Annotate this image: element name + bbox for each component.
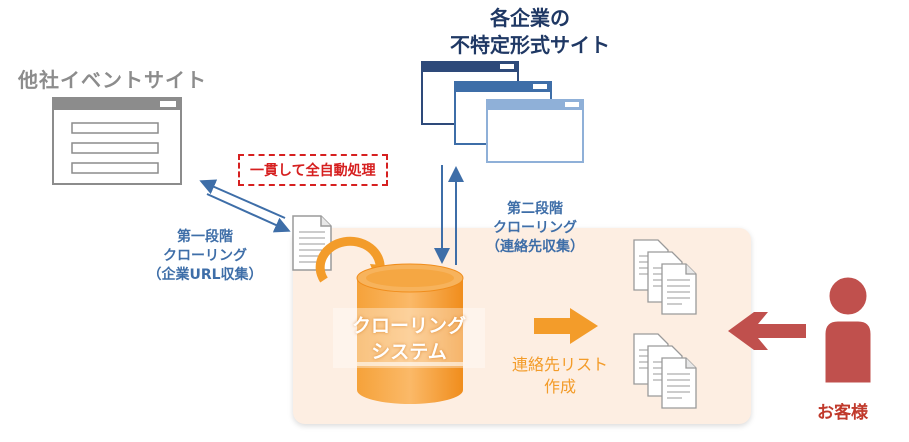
first-stage-line2: クローリング: [163, 248, 247, 264]
system-label-line2: システム: [371, 341, 447, 363]
second-stage-line2: クローリング: [493, 220, 577, 236]
first-stage-line3: （企業URL収集）: [147, 267, 263, 283]
database-icon: [356, 263, 464, 404]
first-stage-line1: 第一段階: [177, 229, 233, 245]
second-stage-line3: （連絡先収集）: [486, 239, 584, 255]
target-sites-title-line1: 各企業の: [490, 6, 570, 30]
target-sites-windows-icon: [421, 61, 584, 163]
list-output-line1: 連絡先リスト: [511, 355, 608, 374]
other-site-window-icon: [52, 97, 182, 185]
list-output-line2: 作成: [543, 377, 576, 396]
list-output-label: 連絡先リスト 作成: [496, 354, 624, 398]
system-label-line1: クローリング: [351, 315, 466, 337]
other-site-title: 他社イベントサイト: [18, 68, 207, 92]
first-stage-arrows: [199, 179, 291, 233]
target-sites-title: 各企業の 不特定形式サイト: [420, 5, 640, 59]
system-label: クローリング システム: [333, 313, 485, 365]
second-stage-line1: 第二段階: [507, 201, 563, 217]
customer-person-icon: [822, 274, 874, 386]
first-stage-label: 第一段階 クローリング （企業URL収集）: [135, 228, 275, 285]
target-sites-title-line2: 不特定形式サイト: [450, 33, 610, 57]
customer-request-arrow-icon: [728, 312, 806, 350]
document-stack-bottom: [633, 333, 697, 409]
customer-label: お客様: [817, 403, 868, 423]
system-label-band: [333, 308, 485, 368]
document-stack-top: [633, 239, 697, 315]
second-stage-arrows: [434, 165, 464, 265]
second-stage-label: 第二段階 クローリング （連絡先収集）: [470, 200, 600, 257]
auto-process-label: 一貫して全自動処理: [238, 154, 388, 186]
output-arrow-icon: [534, 308, 598, 344]
